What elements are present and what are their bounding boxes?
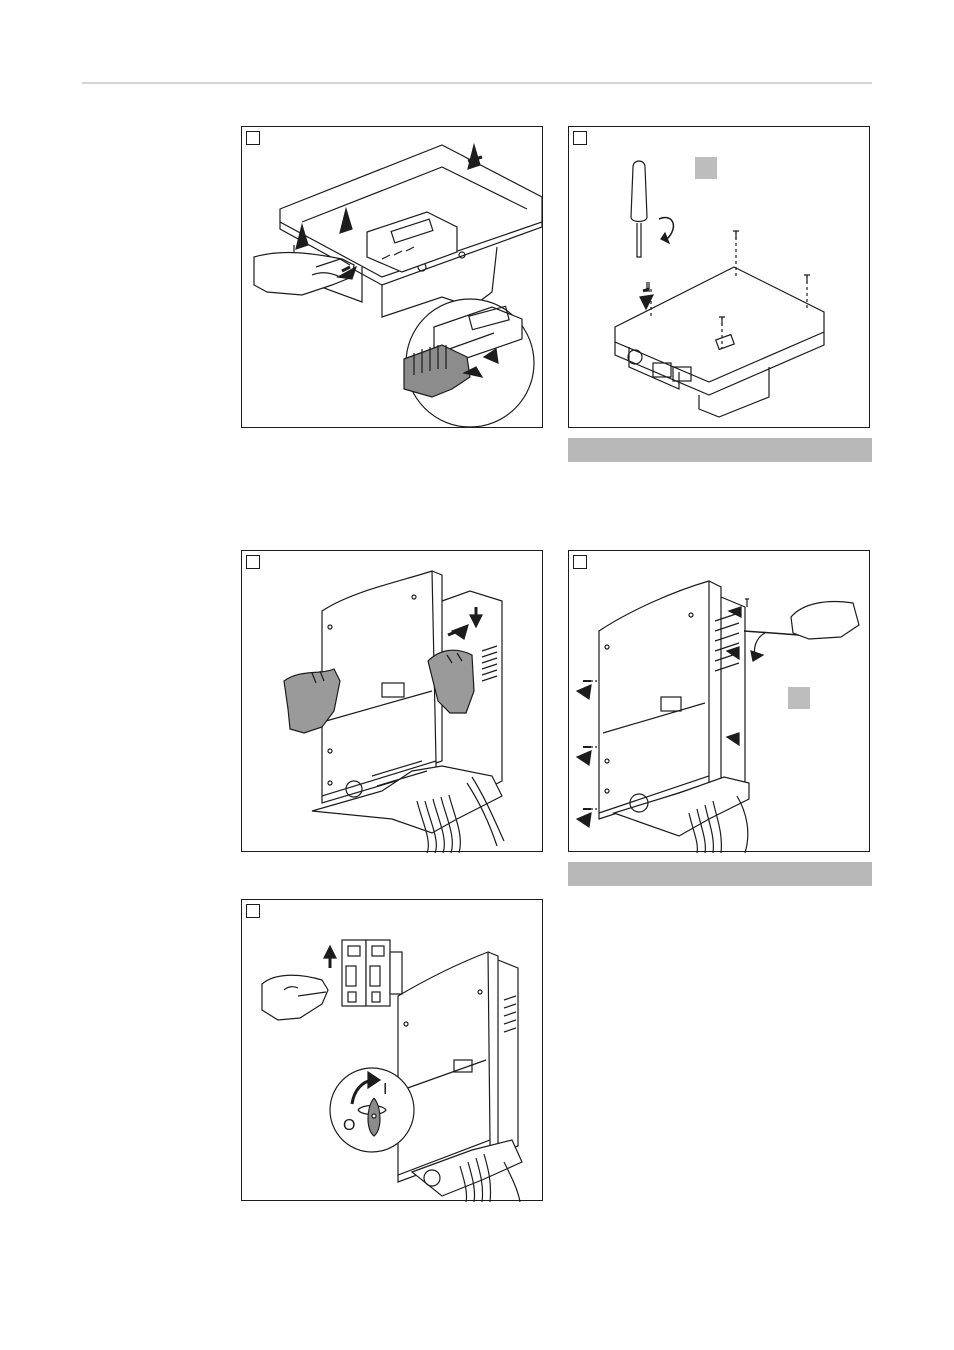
header-rule	[82, 82, 872, 84]
detail-marker	[788, 687, 810, 709]
panel-step-4	[568, 550, 870, 853]
step-number-box	[573, 555, 587, 569]
step-number-box	[246, 555, 260, 569]
step-number-box	[573, 131, 587, 145]
step-number-box	[246, 904, 260, 918]
caption-bar	[568, 438, 872, 462]
detail-marker	[695, 157, 717, 179]
caption-bar	[568, 862, 872, 886]
step-number-box	[246, 131, 260, 145]
illustration-mount-front-cover	[253, 142, 543, 428]
illustration-screw-front-cover	[614, 160, 825, 418]
switch-on-label: I	[383, 1081, 387, 1098]
panel-step-3	[241, 550, 543, 853]
illustration-switch-on: I O	[261, 939, 523, 1202]
panel-step-1	[241, 126, 543, 428]
switch-off-label: O	[343, 1117, 355, 1134]
illustration-screw-side-panels	[575, 580, 860, 853]
illustration-attach-side-panels	[283, 570, 505, 853]
panel-step-2	[568, 126, 870, 428]
panel-step-5: I O	[241, 899, 543, 1202]
